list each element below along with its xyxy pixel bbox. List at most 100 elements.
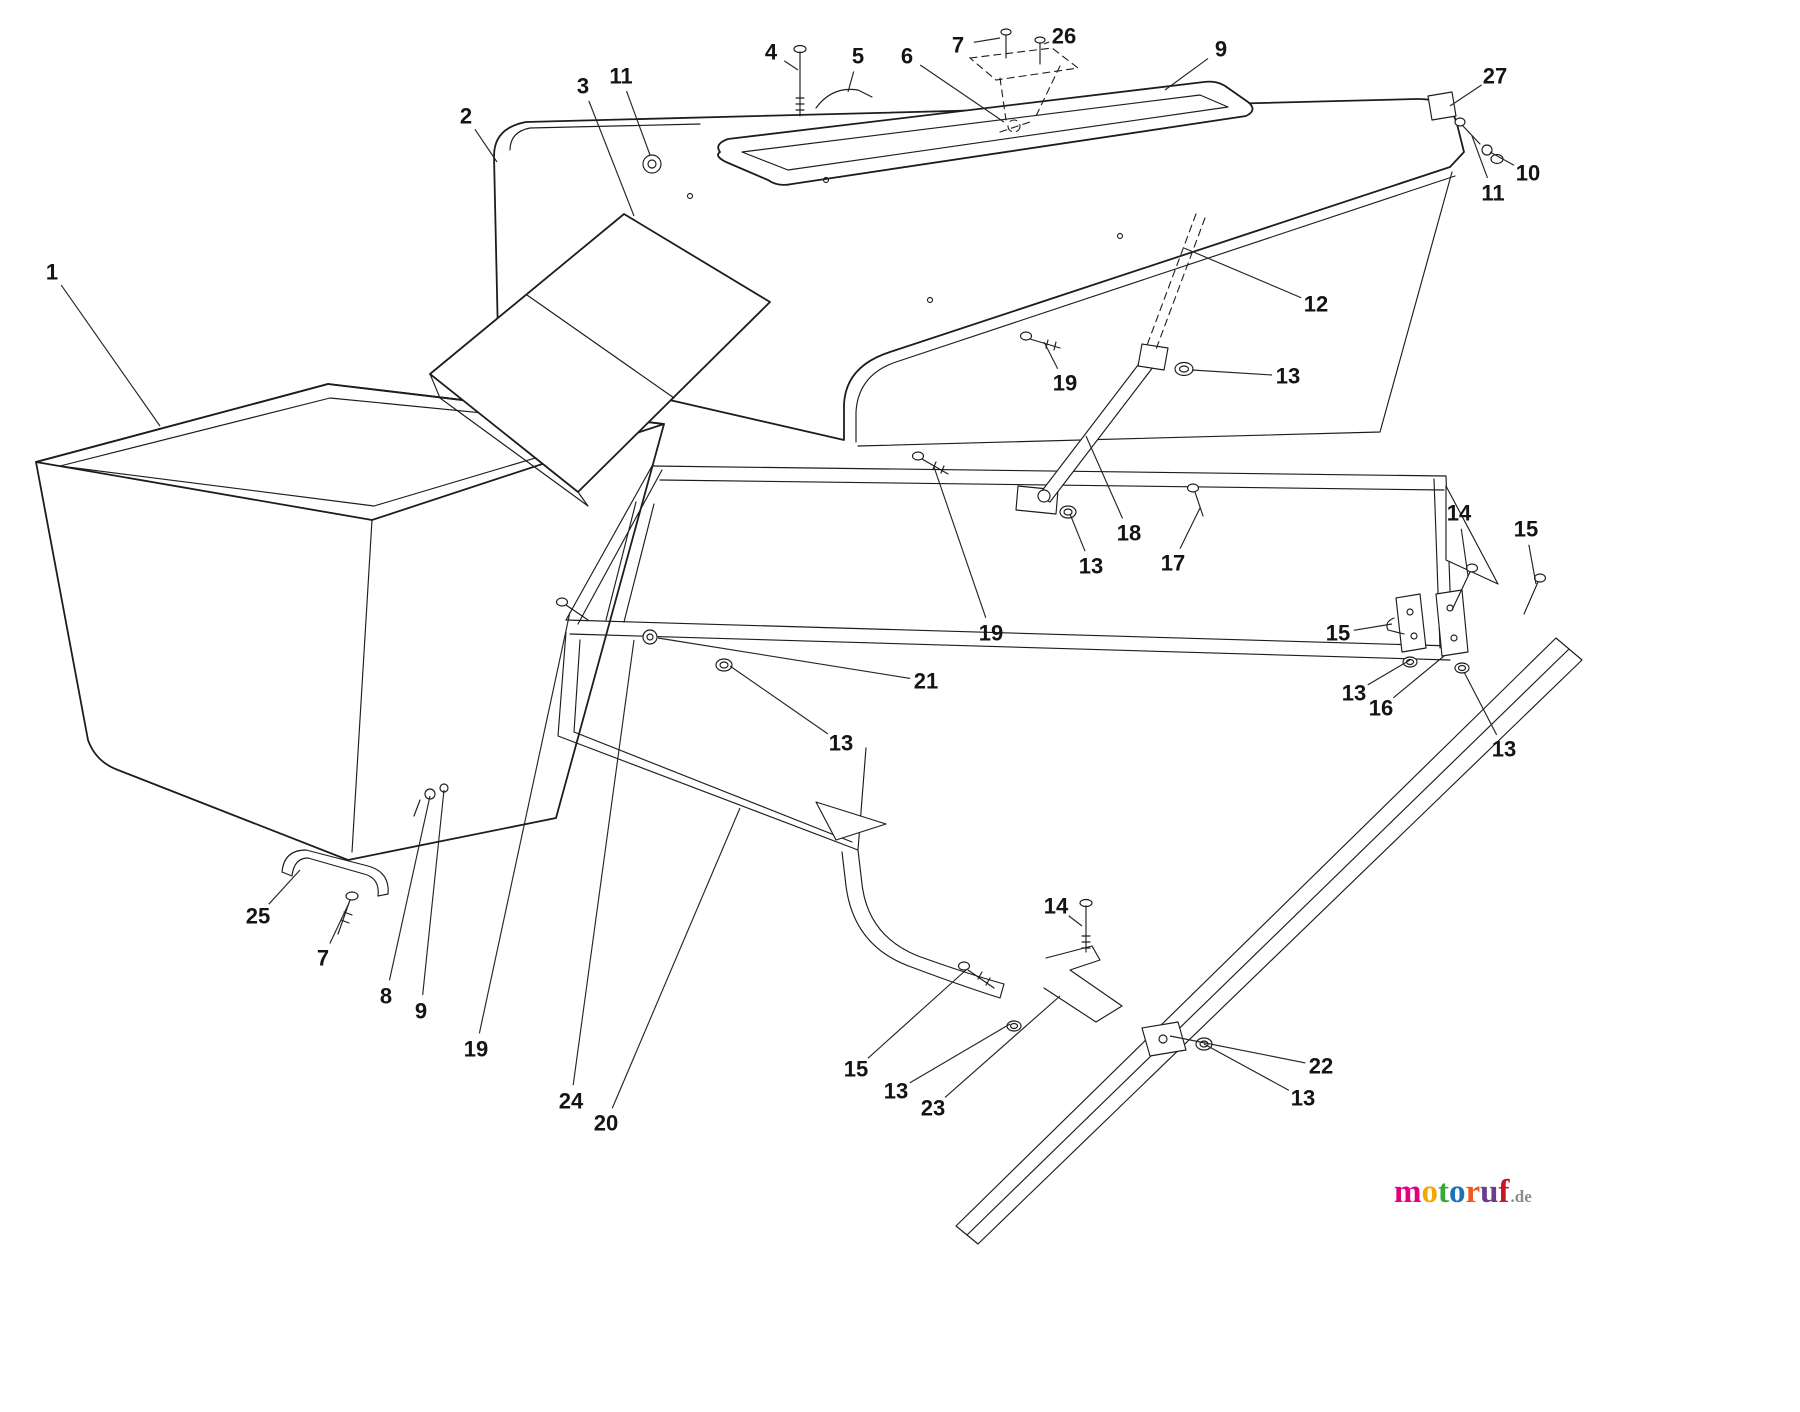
bolt [345, 891, 359, 901]
callout-20: 20 [594, 1111, 618, 1136]
washer [424, 788, 436, 800]
callout-17: 17 [1161, 551, 1185, 576]
mount-plate [1435, 589, 1469, 657]
callout-13: 13 [829, 731, 853, 756]
nut [1006, 1020, 1022, 1032]
bolt [555, 597, 569, 607]
nut [1059, 505, 1077, 519]
nut [715, 658, 733, 672]
callout-16: 16 [1369, 696, 1393, 721]
apron-gusset [815, 801, 887, 841]
callout-2: 2 [460, 104, 472, 129]
callout-11: 11 [609, 64, 632, 89]
leader-line-2 [474, 128, 498, 163]
callout-15: 15 [1514, 517, 1538, 542]
mount-plate [1395, 593, 1427, 653]
callout-22: 22 [1309, 1054, 1333, 1079]
leader-line-7 [973, 37, 1001, 43]
leader-line-15 [1353, 623, 1393, 631]
leader-line-13 [1367, 659, 1411, 686]
callout-13: 13 [1342, 681, 1366, 706]
leader-line-24 [572, 639, 635, 1086]
leader-line-9 [422, 789, 445, 996]
callout-7: 7 [317, 946, 329, 971]
logo[interactable]: motoruf.de [1394, 1174, 1532, 1214]
discharge-chute [429, 213, 771, 507]
leader-line-13 [1463, 671, 1498, 736]
leader-line-20 [611, 807, 741, 1109]
logo-letter: t [1438, 1174, 1449, 1210]
screw [1034, 36, 1046, 44]
callout-9: 9 [415, 999, 427, 1024]
callout-14: 14 [1447, 501, 1472, 526]
leader-line-13 [1203, 1043, 1290, 1091]
nut [1174, 361, 1194, 377]
leader-line-11 [1471, 135, 1489, 179]
leader-line-5 [847, 71, 855, 93]
leader-line-13 [1191, 369, 1273, 376]
leader-line-13 [1069, 513, 1086, 552]
washer [642, 629, 658, 645]
callout-23: 23 [921, 1096, 945, 1121]
leader-line-27 [1449, 84, 1483, 107]
bolt [911, 451, 925, 461]
leader-line-19 [933, 466, 987, 619]
cover-plate-hidden [968, 47, 1080, 81]
hitch-bracket [1043, 945, 1123, 1023]
leader-line-13 [729, 665, 829, 735]
cover-lid-recess [717, 80, 1254, 186]
logo-suffix: .de [1510, 1187, 1532, 1206]
grass-hopper [35, 383, 665, 861]
leader-line-3 [588, 100, 635, 217]
callout-14: 14 [1044, 894, 1069, 919]
logo-letter: o [1421, 1174, 1439, 1210]
callout-1: 1 [46, 260, 58, 285]
corner-bracket [1427, 91, 1457, 121]
logo-letter: f [1498, 1174, 1510, 1210]
rail-plate [1141, 1021, 1187, 1057]
callout-27: 27 [1483, 64, 1507, 89]
bolt [1019, 331, 1033, 341]
leader-line-12 [1183, 247, 1302, 299]
nut [1454, 662, 1470, 674]
leader-line-10 [1489, 151, 1515, 166]
callout-8: 8 [380, 984, 392, 1009]
leader-line-1 [60, 284, 161, 427]
callout-19: 19 [464, 1037, 488, 1062]
support-frame [557, 465, 1499, 999]
leader-line-15 [867, 969, 967, 1059]
callout-3: 3 [577, 74, 589, 99]
leader-line-14 [1460, 528, 1469, 577]
screw [1000, 28, 1012, 36]
callout-11: 11 [1481, 181, 1504, 206]
leader-line-14 [1068, 915, 1083, 927]
handle [281, 849, 389, 897]
leader-line-4 [783, 60, 799, 71]
callout-4: 4 [765, 40, 778, 65]
leader-line-19 [1043, 341, 1059, 370]
screw [1186, 483, 1200, 493]
bolt [957, 961, 971, 971]
callout-19: 19 [1053, 371, 1077, 396]
lift-strut-and-rod [1037, 213, 1206, 503]
cotter-pin [1386, 617, 1405, 635]
bolt [1465, 563, 1479, 573]
callout-13: 13 [1492, 737, 1516, 762]
leader-line-16 [1392, 655, 1445, 699]
leader-line-23 [944, 995, 1061, 1098]
bag-lower-shell [857, 171, 1453, 447]
leader-line-21 [657, 637, 911, 680]
callout-13: 13 [884, 1079, 908, 1104]
callout-13: 13 [1276, 364, 1300, 389]
callout-12: 12 [1304, 292, 1328, 317]
leader-line-7 [329, 902, 350, 944]
leader-line-13 [909, 1023, 1011, 1084]
callout-24: 24 [559, 1089, 584, 1114]
callout-5: 5 [852, 44, 864, 69]
callout-10: 10 [1516, 161, 1540, 186]
leader-line-26 [1043, 41, 1050, 45]
nut [1402, 656, 1418, 668]
